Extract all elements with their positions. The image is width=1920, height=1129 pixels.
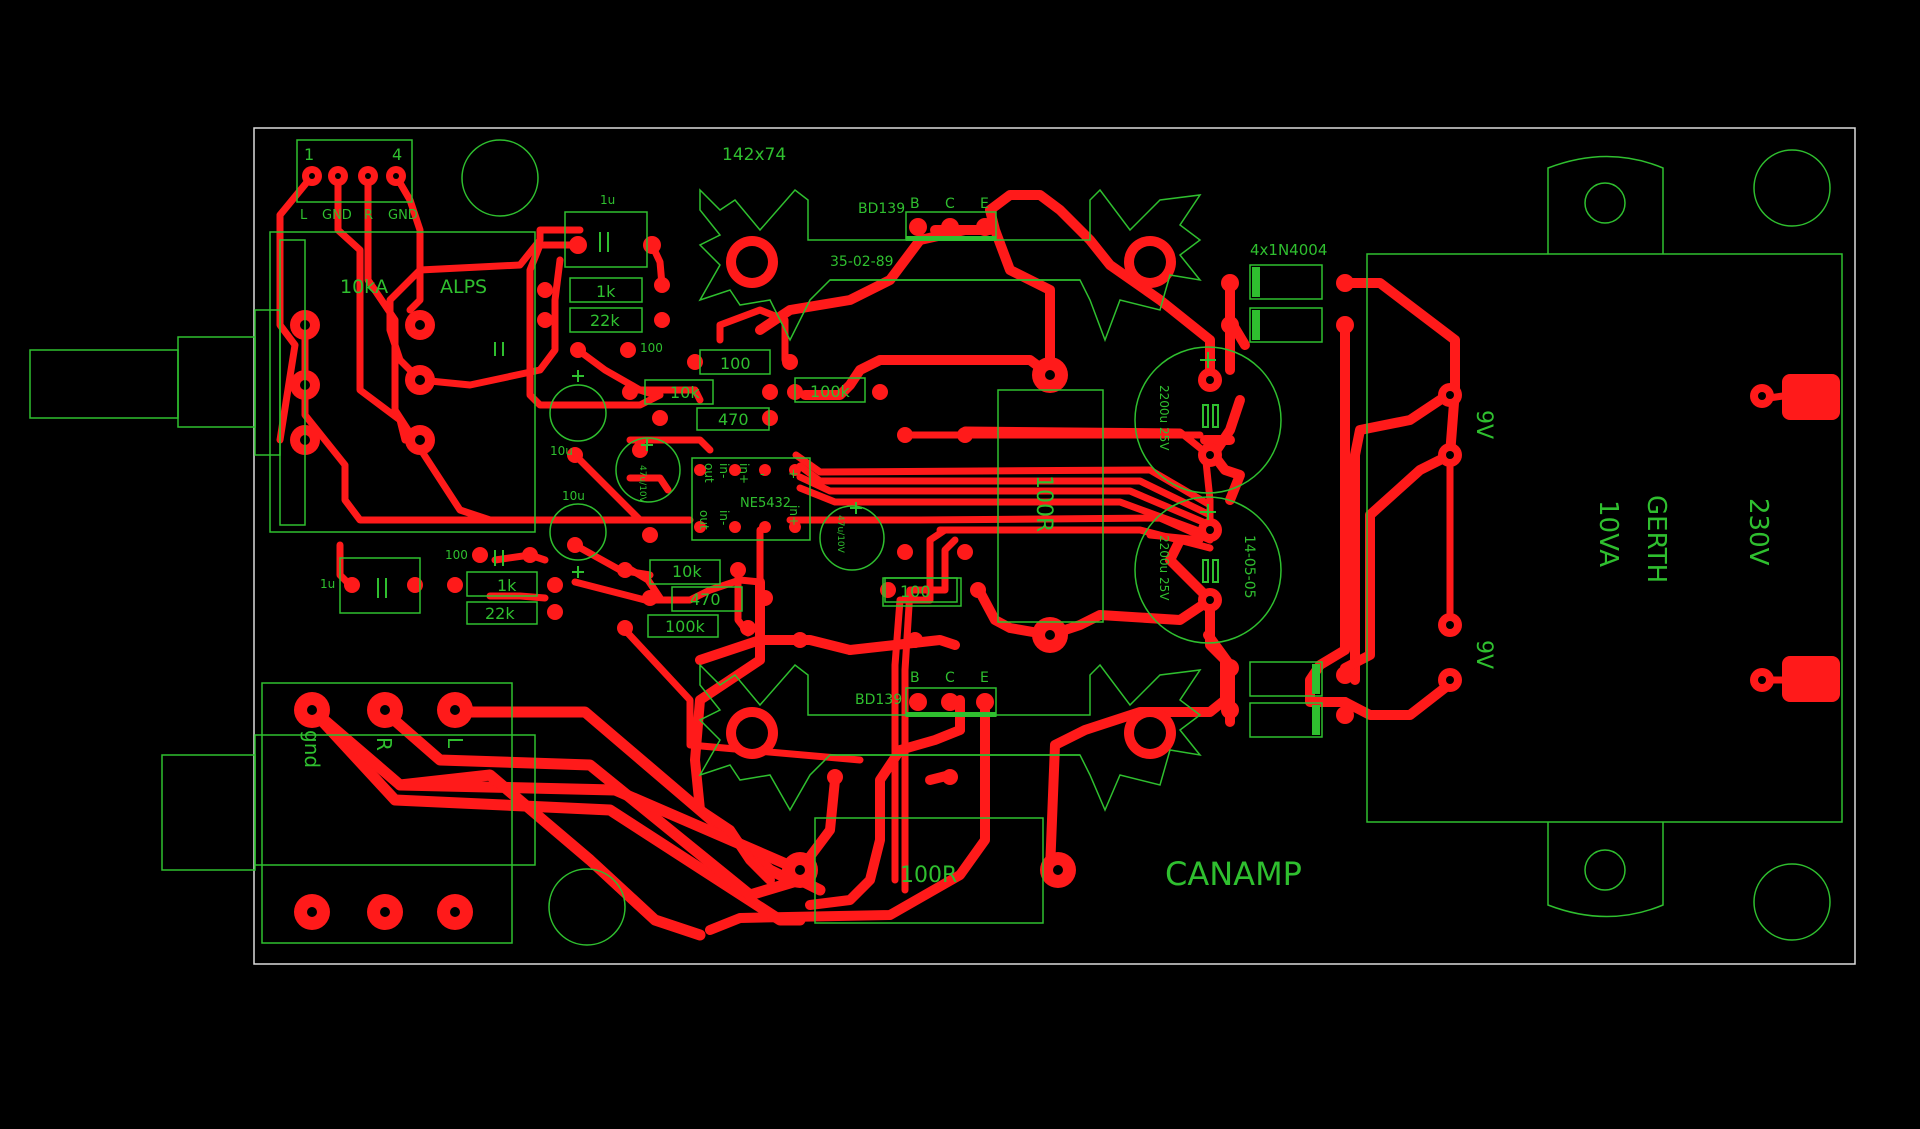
res-1k-top-label: 1k xyxy=(596,282,616,301)
date-side: 14-05-05 xyxy=(1241,535,1257,599)
capacitor-symbols xyxy=(377,232,1219,598)
cap-1u-top xyxy=(564,211,648,268)
elcap-bottom-label: 2200u 25V xyxy=(1157,535,1171,601)
secondary-top-label: 9V xyxy=(1471,410,1496,439)
board-title: CANAMP xyxy=(1165,855,1302,893)
pin-E-top: E xyxy=(980,196,989,212)
resistor-100R-bottom xyxy=(814,817,1044,924)
res-100R-center-label: 100R xyxy=(1031,475,1056,532)
res-10k-top-label: 10k xyxy=(670,383,700,402)
header-pin-4: 4 xyxy=(392,145,402,164)
res-10k-bottom-label: 10k xyxy=(672,562,702,581)
transformer-rating: 10VA xyxy=(1593,500,1623,567)
heatsink-top xyxy=(698,188,1202,343)
board-dimensions: 142x74 xyxy=(722,145,786,165)
opamp-cap-right-label: 47u/10V xyxy=(835,515,845,554)
pin-C-top: C xyxy=(945,196,955,212)
mounting-hole xyxy=(548,868,626,946)
elcap-2200u-top xyxy=(1134,346,1282,494)
res-100k-bottom-label: 100k xyxy=(665,617,706,636)
cap-1u-top-label: 1u xyxy=(600,193,615,207)
opamp-pin-plus: + xyxy=(788,467,799,482)
opamp-cap-left-label: 47u/10V xyxy=(637,465,647,504)
pot-body xyxy=(269,231,536,533)
pot-shaft xyxy=(29,349,179,419)
copper-traces xyxy=(276,172,1794,941)
jack-gnd-label: gnd xyxy=(300,730,324,768)
res-100-small-bottom-label: 100 xyxy=(445,548,468,562)
mounting-hole xyxy=(1753,149,1831,227)
date-top: 35-02-89 xyxy=(830,254,894,270)
heatsink-bottom xyxy=(698,663,1202,812)
opamp-pin-out1: out xyxy=(702,463,716,483)
res-22k-bottom-label: 22k xyxy=(485,604,515,623)
res-22k-top-label: 22k xyxy=(590,311,620,330)
res-100-small-top-label: 100 xyxy=(640,341,663,355)
res-470-top-label: 470 xyxy=(718,410,749,429)
res-470-bottom-label: 470 xyxy=(690,590,721,609)
bd139-bottom-label: BD139 xyxy=(855,692,902,708)
opamp-pin-in2-minus: in- xyxy=(717,510,731,525)
header-label-R: R xyxy=(364,208,373,223)
bd139-top-label: BD139 xyxy=(858,201,905,217)
opamp-pin-in2-plus: in+ xyxy=(787,505,801,526)
board-outline xyxy=(253,127,1856,965)
opamp-pin-in1-plus: in+ xyxy=(737,463,751,484)
diodes-label: 4x1N4004 xyxy=(1250,241,1327,259)
jack-R-label: R xyxy=(372,737,396,751)
transformer-brand: GERTH xyxy=(1641,495,1671,583)
transformer-body xyxy=(1366,253,1843,823)
elcap-top-label: 2200u 25V xyxy=(1157,385,1171,451)
silkscreen-marks xyxy=(906,236,1320,735)
opamp-pin-in1-minus: in- xyxy=(717,463,731,478)
silkscreen xyxy=(29,139,1843,946)
pot-value: 10kA xyxy=(340,276,388,298)
pin-C-bottom: C xyxy=(945,670,955,686)
opamp-pin-out2: out xyxy=(697,510,711,530)
secondary-bottom-label: 9V xyxy=(1471,640,1496,669)
mounting-hole xyxy=(1753,863,1831,941)
opamp-body xyxy=(691,457,811,541)
mounting-hole xyxy=(461,139,539,217)
drill-holes xyxy=(300,173,1766,917)
pin-E-bottom: E xyxy=(980,670,989,686)
elcap-2200u-bottom xyxy=(1134,496,1282,644)
audio-jack-body xyxy=(261,682,513,944)
opamp-pin-minus: - xyxy=(760,467,765,482)
input-header xyxy=(296,139,413,203)
opamp-label: NE5432 xyxy=(740,496,791,511)
cap-1u-bottom-label: 1u xyxy=(320,577,335,591)
header-label-gnd2: GND xyxy=(388,208,418,223)
cap-10u-bottom-label: 10u xyxy=(562,489,585,503)
resistor-100R-center xyxy=(997,389,1104,623)
cap-10u-top-label: 10u xyxy=(550,444,573,458)
res-100k-top-label: 100k xyxy=(810,382,851,401)
jack-L-label: L xyxy=(443,737,467,749)
polarity-marks xyxy=(572,352,1216,578)
pot-brand: ALPS xyxy=(440,276,487,298)
audio-jack-barrel xyxy=(161,754,256,871)
header-label-L: L xyxy=(300,208,308,223)
res-100R-bottom-label: 100R xyxy=(900,863,957,888)
transformer-voltage: 230V xyxy=(1743,498,1773,566)
res-100-top-label: 100 xyxy=(720,354,751,373)
res-100-mid-label: 100 xyxy=(900,582,931,601)
pin-B-top: B xyxy=(910,196,920,212)
header-pin-1: 1 xyxy=(304,145,314,164)
res-1k-bottom-label: 1k xyxy=(497,576,517,595)
pin-B-bottom: B xyxy=(910,670,920,686)
header-label-gnd1: GND xyxy=(322,208,352,223)
